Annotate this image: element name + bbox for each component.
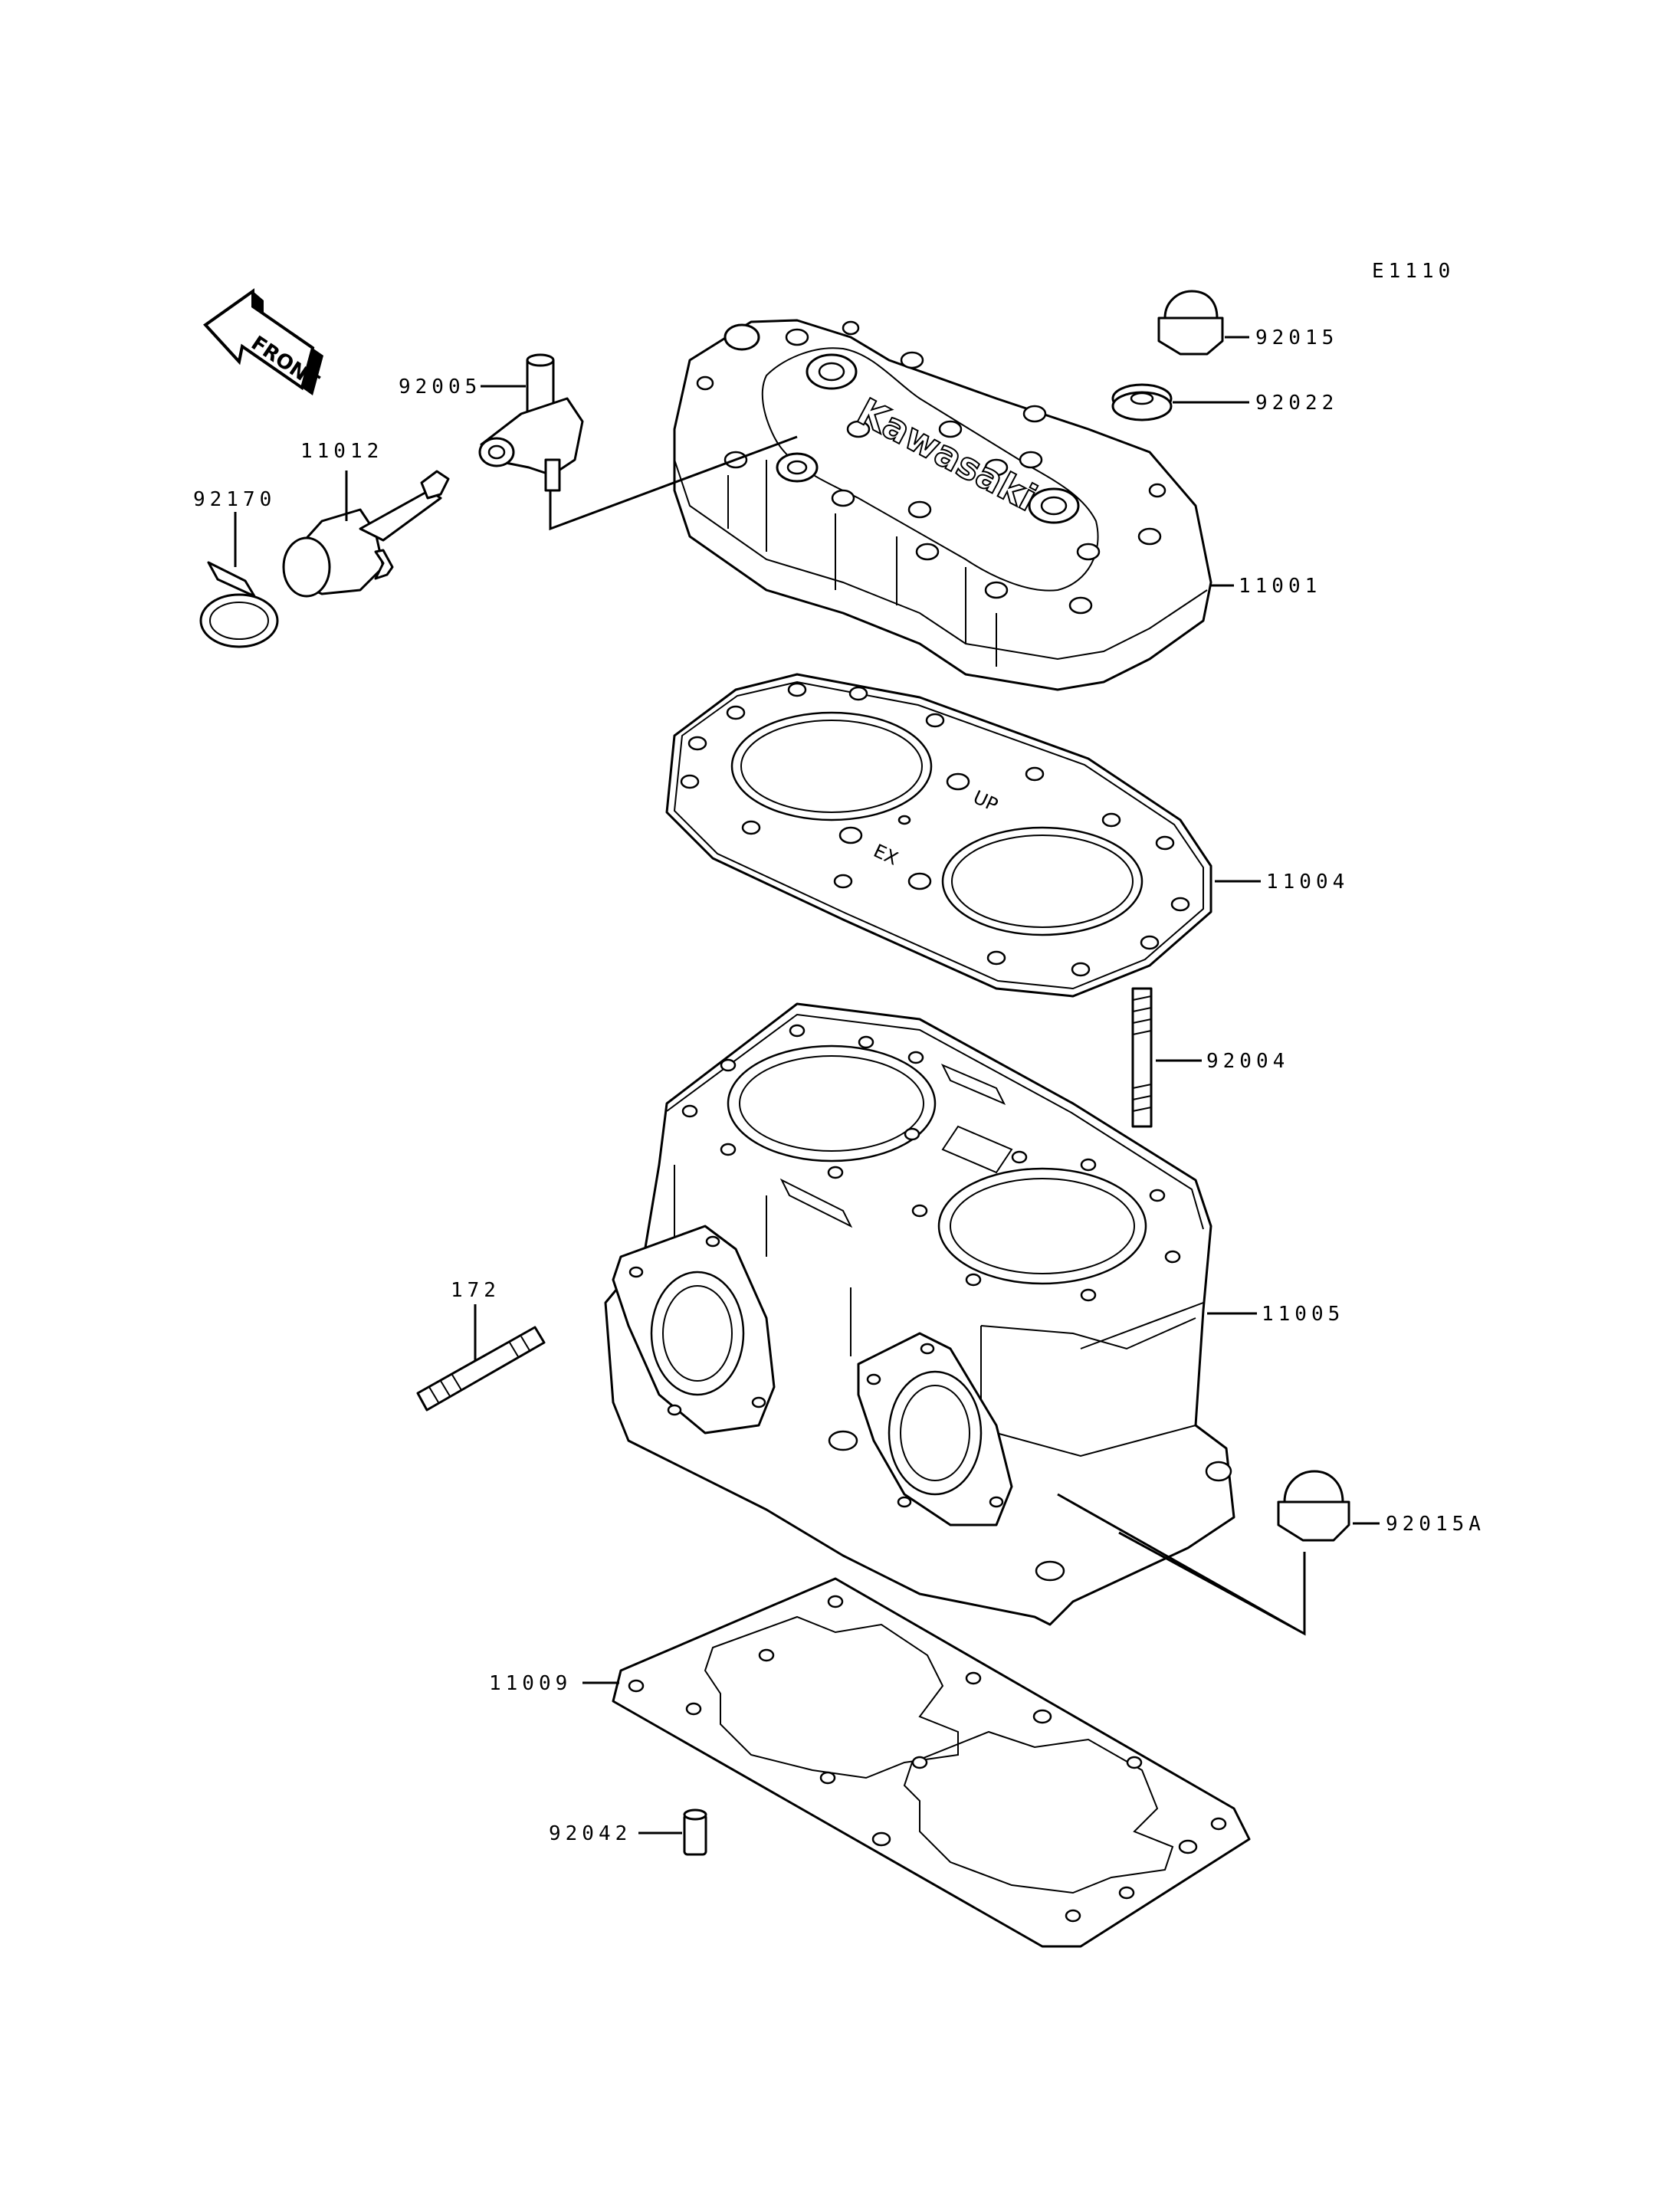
head-gasket: UP EX <box>667 674 1211 996</box>
sensor-11012 <box>284 471 448 596</box>
cap-nut-92015 <box>1159 291 1222 354</box>
label-92005: 92005 <box>399 375 481 398</box>
label-92042: 92042 <box>549 1822 632 1845</box>
label-92015A: 92015A <box>1386 1513 1485 1536</box>
hose-fitting-92005 <box>480 355 582 490</box>
label-11005: 11005 <box>1262 1303 1344 1326</box>
label-11009: 11009 <box>489 1672 572 1695</box>
washer-92022 <box>1113 385 1171 420</box>
leader-92005-location <box>550 437 797 529</box>
cap-nut-92015A <box>1278 1471 1349 1540</box>
stud-bolt-172 <box>418 1327 544 1410</box>
label-92015: 92015 <box>1255 326 1338 349</box>
label-172: 172 <box>451 1279 500 1302</box>
label-11004: 11004 <box>1266 871 1349 894</box>
label-92170: 92170 <box>193 488 276 511</box>
label-92022: 92022 <box>1255 392 1338 415</box>
base-gasket <box>613 1579 1249 1946</box>
stud-bolt-92004 <box>1133 989 1151 1126</box>
leader-92015A-locations <box>1058 1494 1304 1634</box>
label-11001: 11001 <box>1239 575 1321 598</box>
dowel-pin-92042 <box>684 1810 706 1854</box>
cylinder-head: Kawasaki <box>674 320 1211 690</box>
hose-clamp-92170 <box>201 562 277 647</box>
cylinder-block <box>605 1004 1234 1625</box>
diagram-code: E1110 <box>1372 260 1455 283</box>
front-arrow-icon: FRONT <box>205 291 323 395</box>
label-11012: 11012 <box>300 440 383 463</box>
label-92004: 92004 <box>1206 1050 1289 1073</box>
